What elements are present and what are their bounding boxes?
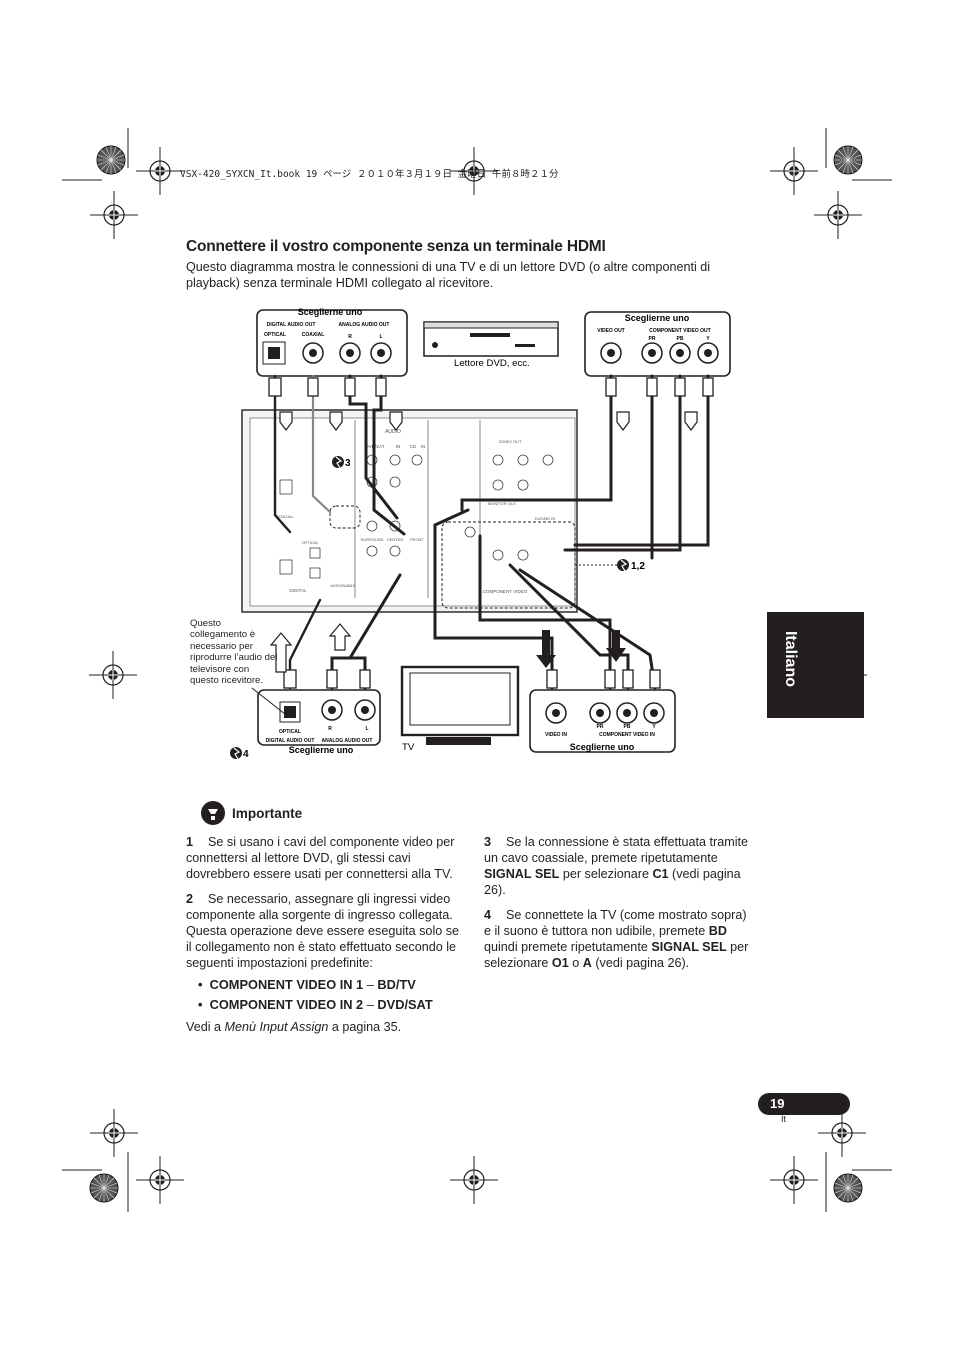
receiver-rear-panel: AUDIO DVR/SAT IN CD IN MONITOR OUT DVD/B… [241, 409, 578, 613]
svg-text:COMPONENT VIDEO IN: COMPONENT VIDEO IN [599, 732, 655, 738]
registration-star-icon [96, 145, 126, 175]
tv-video-input-panel: PR PB Y VIDEO IN COMPONENT VIDEO IN Sceg… [529, 689, 676, 753]
svg-text:PB: PB [677, 336, 684, 342]
svg-text:IN: IN [396, 444, 401, 449]
svg-text:PB: PB [624, 724, 631, 730]
language-tab-label: Italiano [782, 630, 799, 687]
svg-text:ASSIGNABLE: ASSIGNABLE [330, 583, 356, 588]
svg-text:COMPONENT VIDEO: COMPONENT VIDEO [483, 589, 528, 594]
svg-text:AUDIO: AUDIO [385, 429, 401, 435]
svg-text:VIDEO OUT: VIDEO OUT [597, 328, 625, 334]
svg-text:4: 4 [243, 749, 249, 760]
svg-text:R: R [328, 726, 332, 732]
svg-text:IN: IN [421, 444, 426, 449]
dvd-video-output-panel: Sceglierne uno VIDEO OUT COMPONENT VIDEO… [584, 311, 731, 377]
callout-3-icon: 3 [332, 456, 351, 469]
svg-text:OPTICAL: OPTICAL [279, 729, 301, 735]
svg-text:PR: PR [649, 336, 656, 342]
svg-text:Y: Y [706, 336, 710, 342]
important-heading: Importante [232, 806, 303, 821]
svg-text:VIDEO IN: VIDEO IN [545, 732, 567, 738]
svg-text:DIGITAL AUDIO OUT: DIGITAL AUDIO OUT [266, 738, 315, 744]
tv-icon: TV [400, 665, 520, 753]
dvd-player-icon: Lettore DVD, ecc. [423, 321, 559, 369]
svg-text:Sceglierne uno: Sceglierne uno [289, 745, 354, 755]
book-header-line: VSX-420_SYXCN_It.book 19 ページ ２０１０年３月１９日 … [180, 169, 559, 180]
dvd-audio-output-panel: Sceglierne uno DIGITAL AUDIO OUT ANALOG … [256, 307, 408, 377]
registration-star-icon [833, 1173, 863, 1203]
svg-text:ANALOG AUDIO OUT: ANALOG AUDIO OUT [339, 322, 390, 328]
svg-text:OPTICAL: OPTICAL [264, 332, 286, 338]
page-language-code: It [781, 1114, 787, 1124]
page-number: 19 [770, 1096, 785, 1111]
svg-text:COAXIAL: COAXIAL [302, 332, 325, 338]
svg-text:Sceglierne uno: Sceglierne uno [625, 313, 690, 323]
registration-star-icon [833, 145, 863, 175]
callout-4-icon: 4 [230, 747, 249, 760]
svg-text:OPTICAL: OPTICAL [301, 540, 319, 545]
language-side-tab: Italiano [767, 612, 864, 718]
tv-audio-output-panel: R L OPTICAL DIGITAL AUDIO OUT ANALOG AUD… [257, 689, 381, 755]
svg-text:Sceglierne uno: Sceglierne uno [570, 742, 635, 752]
svg-text:L: L [379, 334, 382, 340]
tv-label: TV [402, 742, 415, 753]
svg-text:COMPONENT VIDEO OUT: COMPONENT VIDEO OUT [649, 328, 710, 334]
svg-text:CD: CD [410, 444, 417, 449]
dvd-player-label: Lettore DVD, ecc. [454, 358, 530, 369]
see-also-line: Vedi a Menù Input Assign a pagina 35. [186, 1020, 402, 1034]
svg-text:L: L [365, 726, 368, 732]
svg-text:DIGITAL AUDIO OUT: DIGITAL AUDIO OUT [267, 322, 316, 328]
svg-text:ANALOG AUDIO OUT: ANALOG AUDIO OUT [322, 738, 373, 744]
important-icon [198, 800, 228, 826]
svg-text:CENTER: CENTER [387, 537, 404, 542]
svg-text:SURROUND: SURROUND [360, 537, 383, 542]
svg-text:COAXIAL: COAXIAL [276, 514, 294, 519]
callout-12-icon: 1,2 [575, 559, 645, 572]
bullet-item: • COMPONENT VIDEO IN 1 – BD/TV [198, 977, 416, 992]
svg-text:DVD/BD IN: DVD/BD IN [535, 516, 555, 521]
svg-text:Y: Y [652, 724, 656, 730]
note-step-2-extra: Questa operazione deve essere eseguita s… [186, 924, 460, 970]
svg-text:3: 3 [345, 458, 351, 469]
svg-text:MONITOR OUT: MONITOR OUT [488, 501, 517, 506]
svg-text:PR: PR [597, 724, 604, 730]
svg-text:R: R [348, 334, 352, 340]
section-intro: Questo diagramma mostra le connessioni d… [186, 260, 711, 290]
bullet-item: • COMPONENT VIDEO IN 2 – DVD/SAT [198, 997, 433, 1012]
svg-text:1,2: 1,2 [631, 561, 645, 572]
svg-text:DIGITAL: DIGITAL [289, 588, 307, 593]
svg-text:ZONE2 OUT: ZONE2 OUT [499, 439, 522, 444]
side-note: Questo collegamento è necessario per rip… [190, 618, 278, 687]
registration-star-icon [89, 1173, 119, 1203]
page-number-badge: 19 [758, 1093, 850, 1115]
svg-text:FRONT: FRONT [410, 537, 424, 542]
section-title: Connettere il vostro componente senza un… [186, 238, 606, 255]
connection-diagram: Sceglierne uno DIGITAL AUDIO OUT ANALOG … [230, 307, 731, 760]
choose-one-label: Sceglierne uno [298, 307, 363, 317]
